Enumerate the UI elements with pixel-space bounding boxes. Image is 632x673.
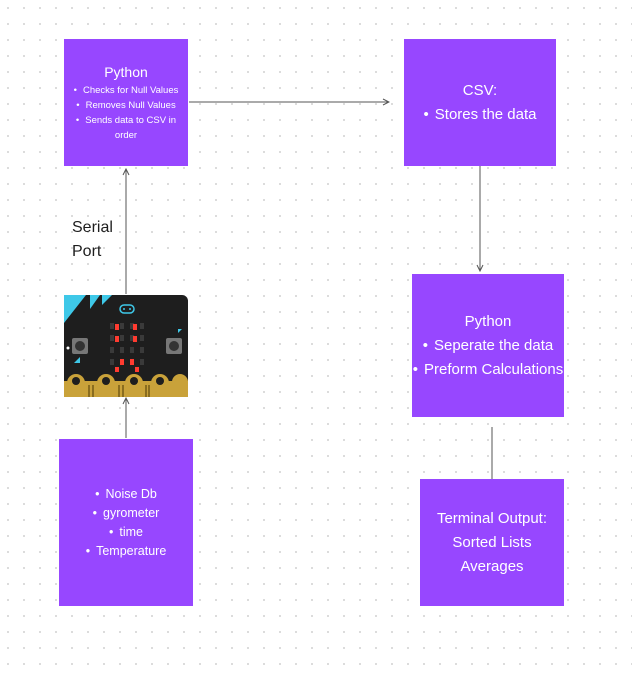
python-preprocess-box: Python Checks for Null Values Removes Nu… xyxy=(64,39,188,166)
list-item: Sends data to CSV in order xyxy=(64,113,188,143)
python-calculations-box: Python Seperate the data Preform Calcula… xyxy=(412,274,564,417)
python-box-2-title: Python xyxy=(464,312,512,330)
serial-port-label-line: Serial xyxy=(72,219,113,236)
terminal-output-box: Terminal Output: Sorted Lists Averages xyxy=(420,479,564,606)
sensor-inputs-box: Noise Db gyrometer time Temperature xyxy=(59,439,193,606)
terminal-line: Sorted Lists xyxy=(452,533,532,551)
csv-box-title: CSV: xyxy=(462,81,498,99)
python-box-list: Checks for Null Values Removes Null Valu… xyxy=(64,83,188,143)
microbit-board-icon xyxy=(64,295,188,397)
list-item: Stores the data xyxy=(424,103,537,127)
csv-box-list: Stores the data xyxy=(424,103,537,127)
list-item: Noise Db xyxy=(86,485,167,504)
terminal-line: Averages xyxy=(460,557,524,575)
list-item: time xyxy=(86,523,167,542)
terminal-line: Terminal Output: xyxy=(436,509,548,527)
python-box-title: Python xyxy=(104,63,148,80)
python-box-2-list: Seperate the data Preform Calculations xyxy=(413,334,563,382)
sensor-list: Noise Db gyrometer time Temperature xyxy=(86,485,167,561)
list-item: gyrometer xyxy=(86,504,167,523)
serial-port-label: Serial Port xyxy=(72,216,113,264)
csv-box: CSV: Stores the data xyxy=(404,39,556,166)
list-item: Preform Calculations xyxy=(413,358,563,382)
serial-port-label-line: Port xyxy=(72,243,102,260)
list-item: Removes Null Values xyxy=(64,98,188,113)
list-item: Checks for Null Values xyxy=(64,83,188,98)
list-item: Temperature xyxy=(86,542,166,561)
list-item: Seperate the data xyxy=(413,334,563,358)
